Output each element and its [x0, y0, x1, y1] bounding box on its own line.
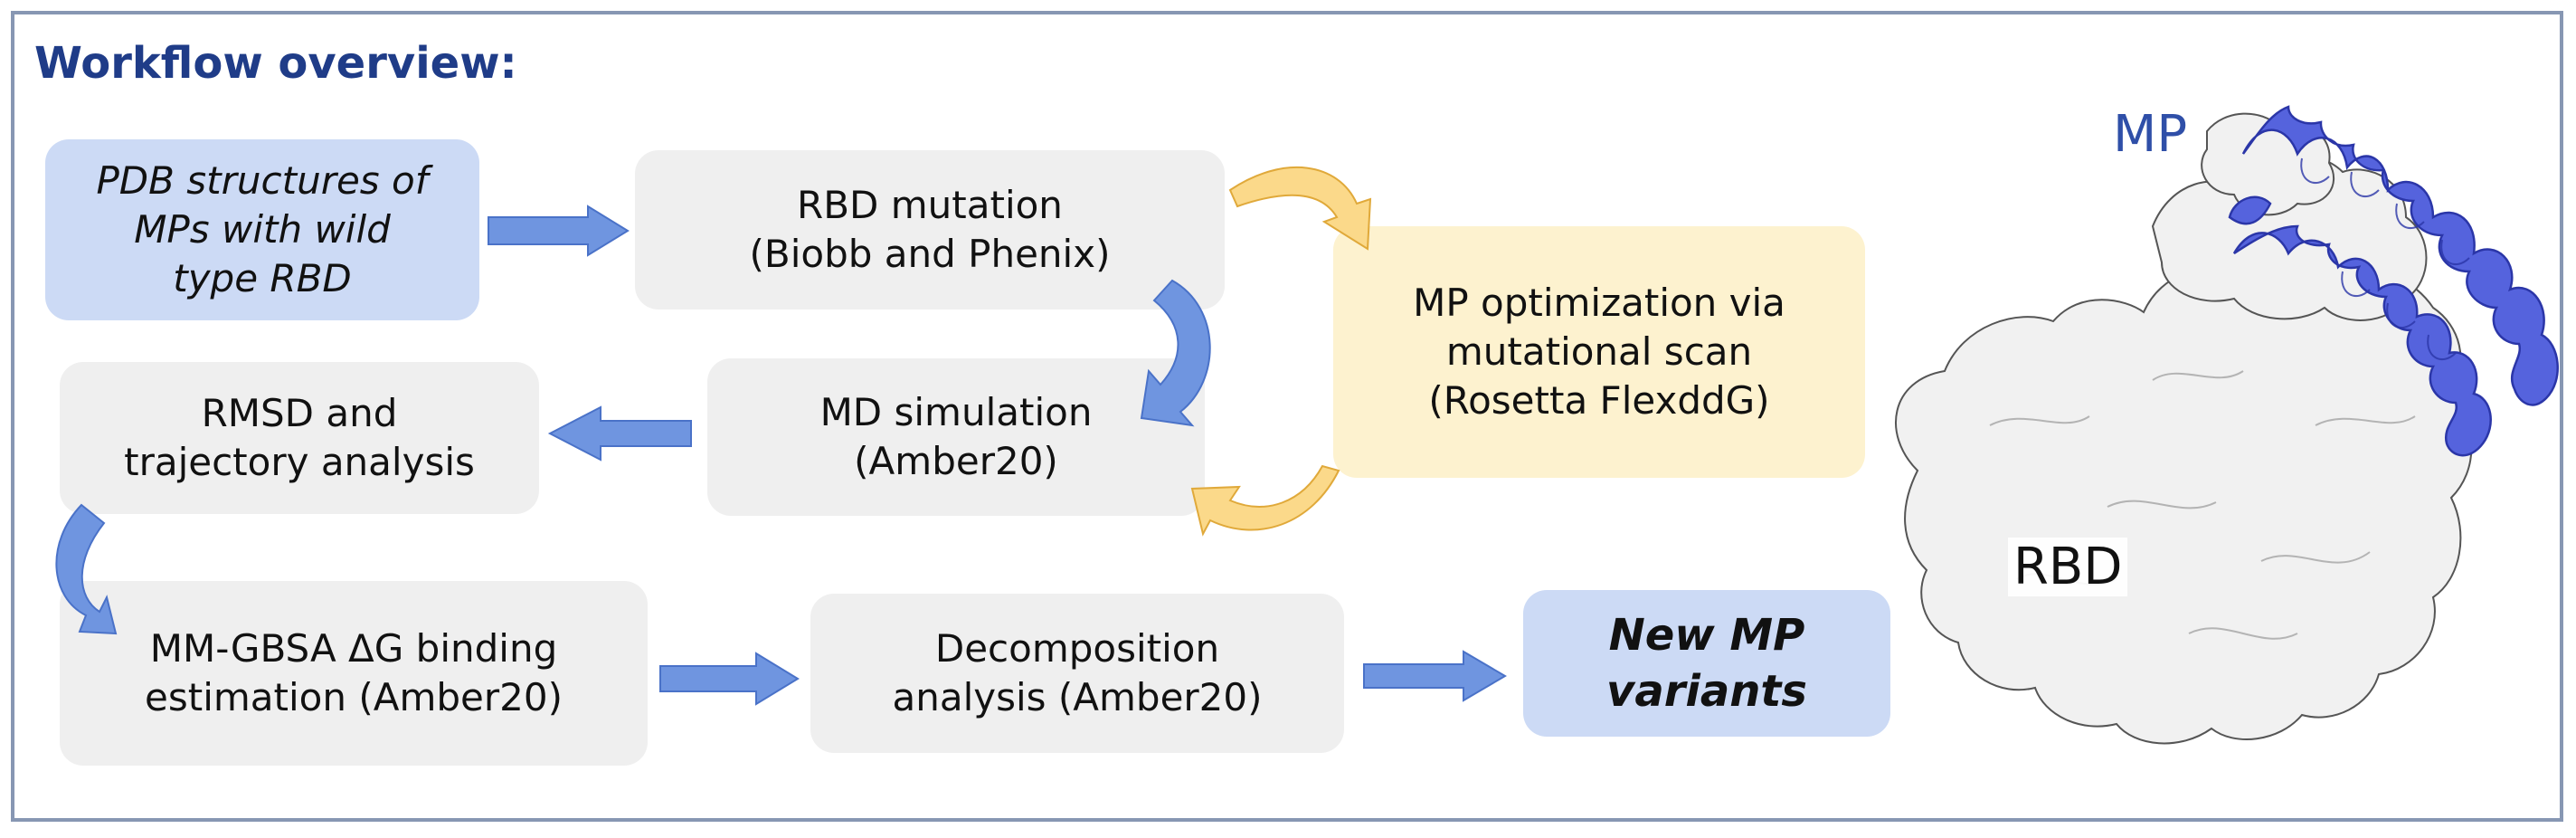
workflow-title: Workflow overview:	[34, 38, 517, 89]
box-mmgbsa: MM-GBSA ΔG binding estimation (Amber20)	[60, 581, 648, 766]
box-rbd-mutation: RBD mutation (Biobb and Phenix)	[635, 150, 1225, 309]
figure-frame	[11, 11, 2563, 822]
box-pdb-structures: PDB structures of MPs with wild type RBD	[45, 139, 479, 320]
box-decomposition: Decomposition analysis (Amber20)	[810, 594, 1344, 753]
box-new-variants: New MP variants	[1523, 590, 1890, 737]
mp-label: MP	[2113, 105, 2188, 164]
box-mp-optimization: MP optimization via mutational scan (Ros…	[1333, 226, 1865, 478]
rbd-label: RBD	[2008, 538, 2128, 596]
box-rmsd: RMSD and trajectory analysis	[60, 362, 539, 514]
box-md-simulation: MD simulation (Amber20)	[707, 358, 1205, 516]
